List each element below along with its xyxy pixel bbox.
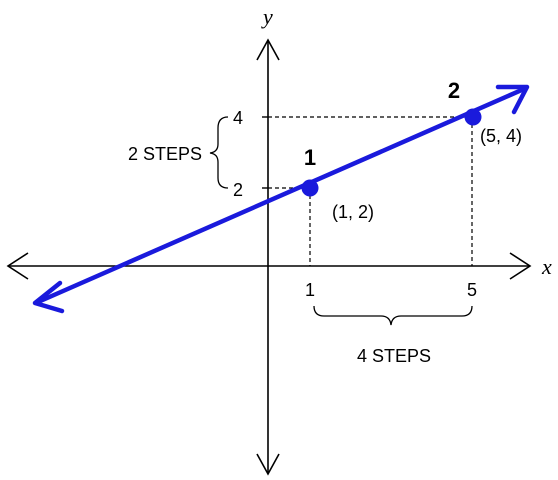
point-1-number: 1 [304, 145, 316, 170]
line-segment [35, 86, 527, 305]
y-tick-label-4: 4 [233, 108, 243, 128]
point-1-marker [301, 179, 319, 197]
point-2-number: 2 [448, 78, 460, 103]
point-2-coordinates: (5, 4) [480, 126, 522, 146]
x-axis [6, 252, 532, 280]
y-axis-label: y [261, 4, 273, 29]
x-tick-label-1: 1 [305, 280, 315, 300]
line-graph [32, 84, 530, 314]
vertical-steps-brace [209, 116, 229, 189]
horizontal-steps-label: 4 STEPS [357, 346, 431, 366]
vertical-steps-label: 2 STEPS [128, 144, 202, 164]
x-tick-label-5: 5 [467, 280, 477, 300]
x-axis-label: x [541, 254, 552, 279]
line-arrowhead-left [32, 280, 65, 314]
y-tick-label-2: 2 [233, 180, 243, 200]
horizontal-steps-brace [313, 305, 473, 326]
point-2-marker [464, 108, 482, 126]
point-1-coordinates: (1, 2) [332, 202, 374, 222]
y-axis [256, 38, 280, 476]
line-arrowhead-right [495, 84, 530, 115]
